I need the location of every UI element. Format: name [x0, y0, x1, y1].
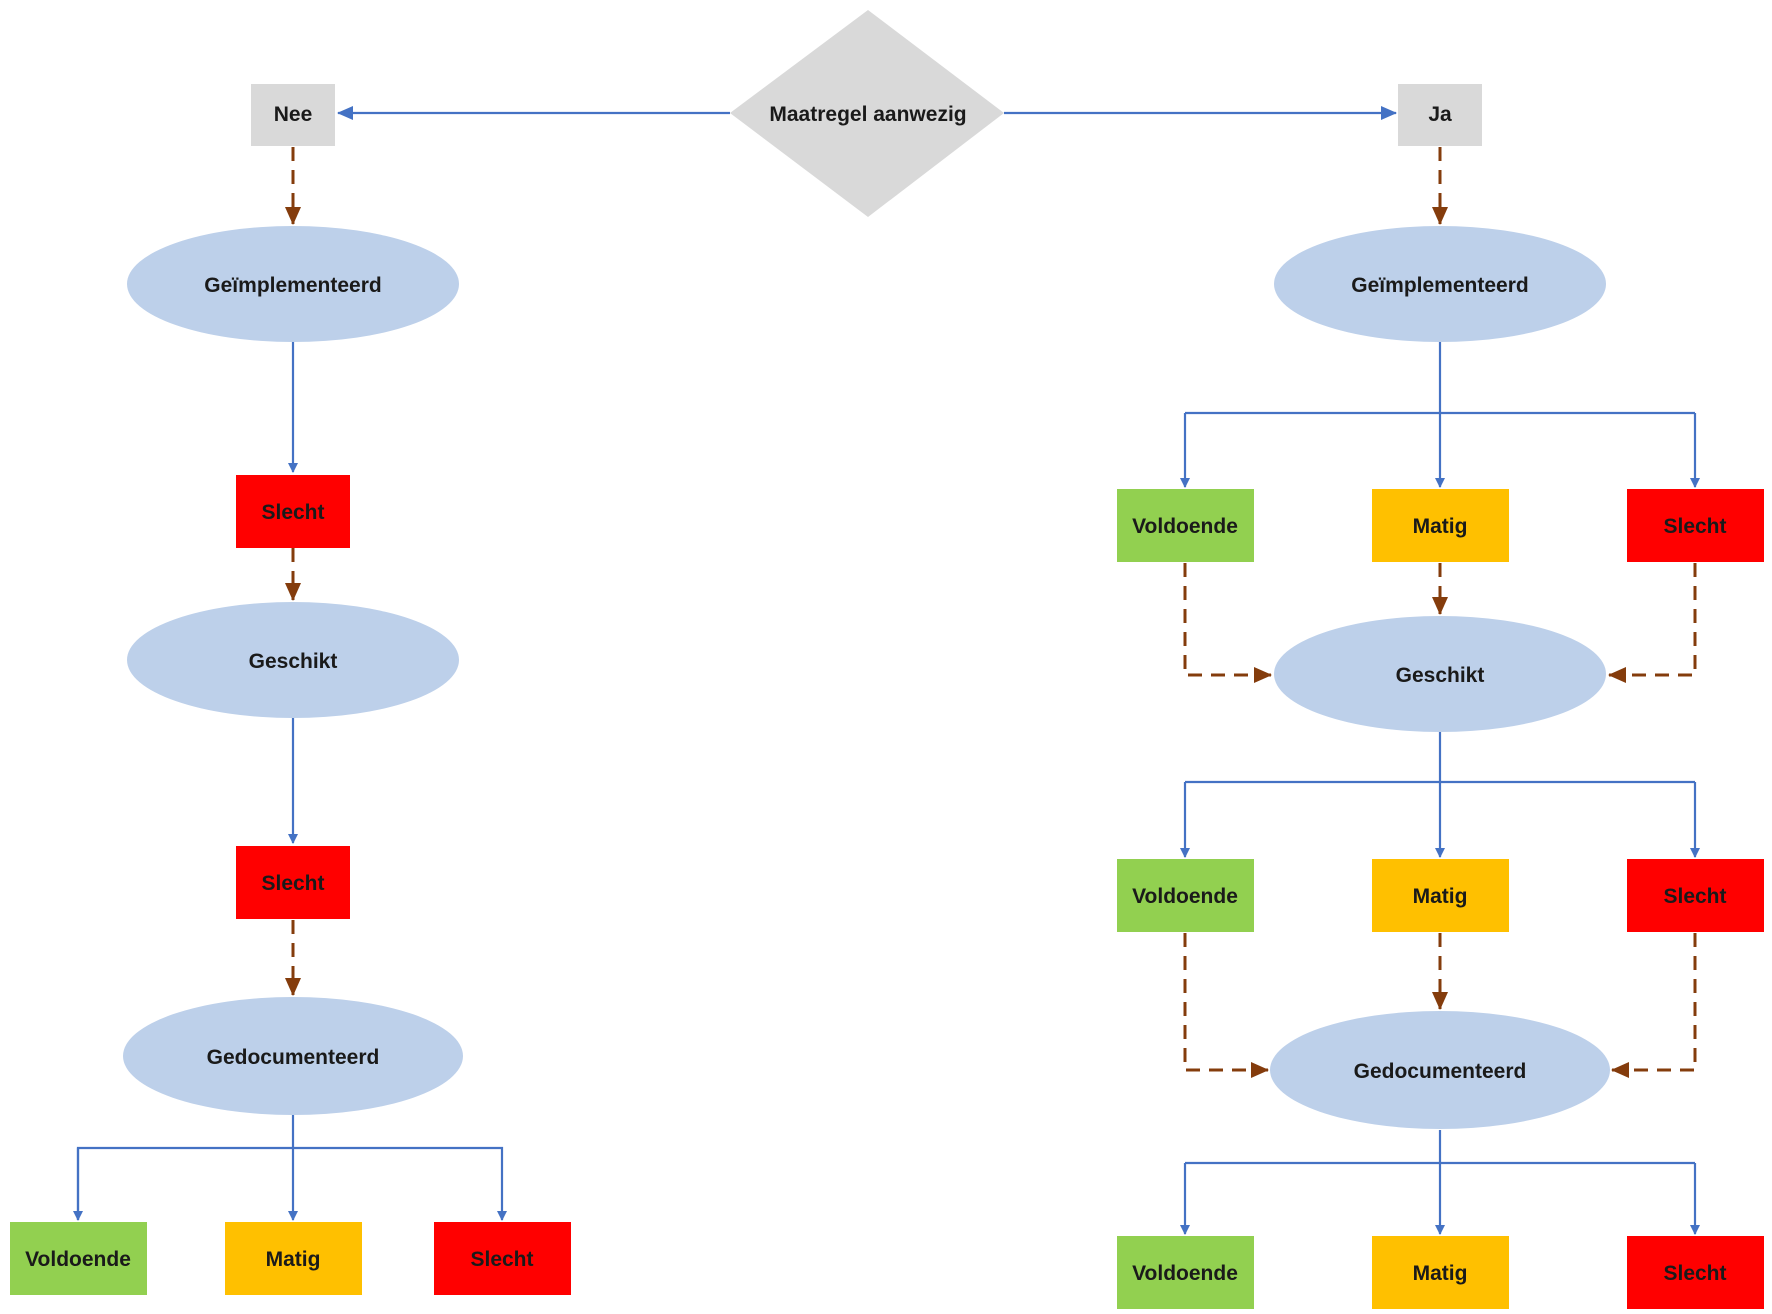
svg-text:Matig: Matig	[1413, 1262, 1468, 1285]
svg-text:Voldoende: Voldoende	[25, 1248, 131, 1271]
svg-text:Slecht: Slecht	[1663, 885, 1726, 908]
answer-nee-box: Nee	[251, 84, 335, 146]
answer-ja-box: Ja	[1398, 84, 1482, 146]
right-row3-matig: Matig	[1372, 1236, 1509, 1309]
svg-text:Gedocumenteerd: Gedocumenteerd	[207, 1046, 380, 1069]
right-implemented-branches	[1180, 342, 1700, 488]
right-row1-matig: Matig	[1372, 489, 1509, 562]
right-documented-branches	[1180, 1130, 1700, 1235]
svg-text:Voldoende: Voldoende	[1132, 885, 1238, 908]
svg-text:Slecht: Slecht	[470, 1248, 533, 1271]
left-suitable-ellipse: Geschikt	[127, 602, 459, 718]
right-implemented-ellipse: Geïmplementeerd	[1274, 226, 1606, 342]
svg-text:Matig: Matig	[1413, 515, 1468, 538]
svg-text:Slecht: Slecht	[261, 501, 324, 524]
arrow-right-voldoende2-to-documented	[1183, 933, 1269, 1078]
right-row1-voldoende: Voldoende	[1117, 489, 1254, 562]
decision-node: Maatregel aanwezig	[730, 10, 1004, 217]
left-outcome-voldoende: Voldoende	[10, 1222, 147, 1295]
right-suitable-branches	[1180, 732, 1700, 858]
svg-text:Slecht: Slecht	[1663, 1262, 1726, 1285]
left-outcome-branches	[73, 1115, 507, 1221]
left-documented-ellipse: Gedocumenteerd	[123, 997, 463, 1115]
left-implemented-ellipse: Geïmplementeerd	[127, 226, 459, 342]
arrow-right-slecht1-to-suitable	[1608, 563, 1697, 683]
arrow-right-slecht2-to-documented	[1611, 933, 1697, 1078]
right-row2-matig: Matig	[1372, 859, 1509, 932]
svg-text:Matig: Matig	[266, 1248, 321, 1271]
right-row2-voldoende: Voldoende	[1117, 859, 1254, 932]
svg-text:Slecht: Slecht	[1663, 515, 1726, 538]
svg-text:Slecht: Slecht	[261, 872, 324, 895]
connectors	[73, 106, 1700, 1235]
svg-text:Matig: Matig	[1413, 885, 1468, 908]
svg-text:Geschikt: Geschikt	[1396, 664, 1485, 687]
right-row3-slecht: Slecht	[1627, 1236, 1764, 1309]
left-outcome-slecht: Slecht	[434, 1222, 571, 1295]
right-documented-ellipse: Gedocumenteerd	[1270, 1011, 1610, 1129]
svg-text:Geïmplementeerd: Geïmplementeerd	[1351, 274, 1528, 297]
right-row3-voldoende: Voldoende	[1117, 1236, 1254, 1309]
left-result1-box: Slecht	[236, 475, 350, 548]
answer-nee-label: Nee	[274, 103, 313, 126]
decision-label: Maatregel aanwezig	[769, 103, 966, 126]
right-suitable-ellipse: Geschikt	[1274, 616, 1606, 732]
right-row2-slecht: Slecht	[1627, 859, 1764, 932]
svg-text:Geïmplementeerd: Geïmplementeerd	[204, 274, 381, 297]
left-outcome-matig: Matig	[225, 1222, 362, 1295]
svg-text:Gedocumenteerd: Gedocumenteerd	[1354, 1060, 1527, 1083]
svg-text:Geschikt: Geschikt	[249, 650, 338, 673]
left-result2-box: Slecht	[236, 846, 350, 919]
arrow-right-voldoende1-to-suitable	[1183, 563, 1272, 683]
svg-text:Voldoende: Voldoende	[1132, 1262, 1238, 1285]
svg-text:Voldoende: Voldoende	[1132, 515, 1238, 538]
answer-ja-label: Ja	[1428, 103, 1452, 126]
right-row1-slecht: Slecht	[1627, 489, 1764, 562]
